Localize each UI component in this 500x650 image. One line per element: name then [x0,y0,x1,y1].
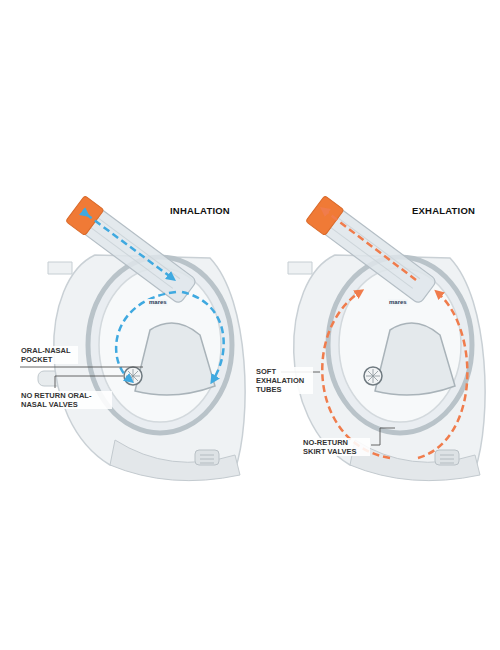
leader-lines [20,367,395,445]
flow-arrow [418,293,467,458]
inhalation-flow [86,214,224,380]
flow-arrow [182,292,224,380]
panel-heading: EXHALATION [412,205,475,216]
flow-arrow [324,210,416,280]
callout-label: NO RETURN ORAL-NASAL VALVES [20,391,112,409]
leader-line [20,367,143,368]
flow-arrow [86,214,172,278]
leader-line [55,376,123,388]
exhalation-flow [322,210,467,458]
callout-label: ORAL-NASAL POCKET [20,346,78,364]
callout-label: NO-RETURN SKIRT VALVES [302,438,370,456]
callout-label: SOFT EXHALATION TUBES [255,367,313,394]
mask-inhalation [48,196,245,481]
mask-exhalation [288,196,485,481]
brand-logo: mares [148,299,168,306]
brand-logo: mares [388,299,408,306]
leader-line [371,428,395,445]
panel-heading: INHALATION [170,205,230,216]
